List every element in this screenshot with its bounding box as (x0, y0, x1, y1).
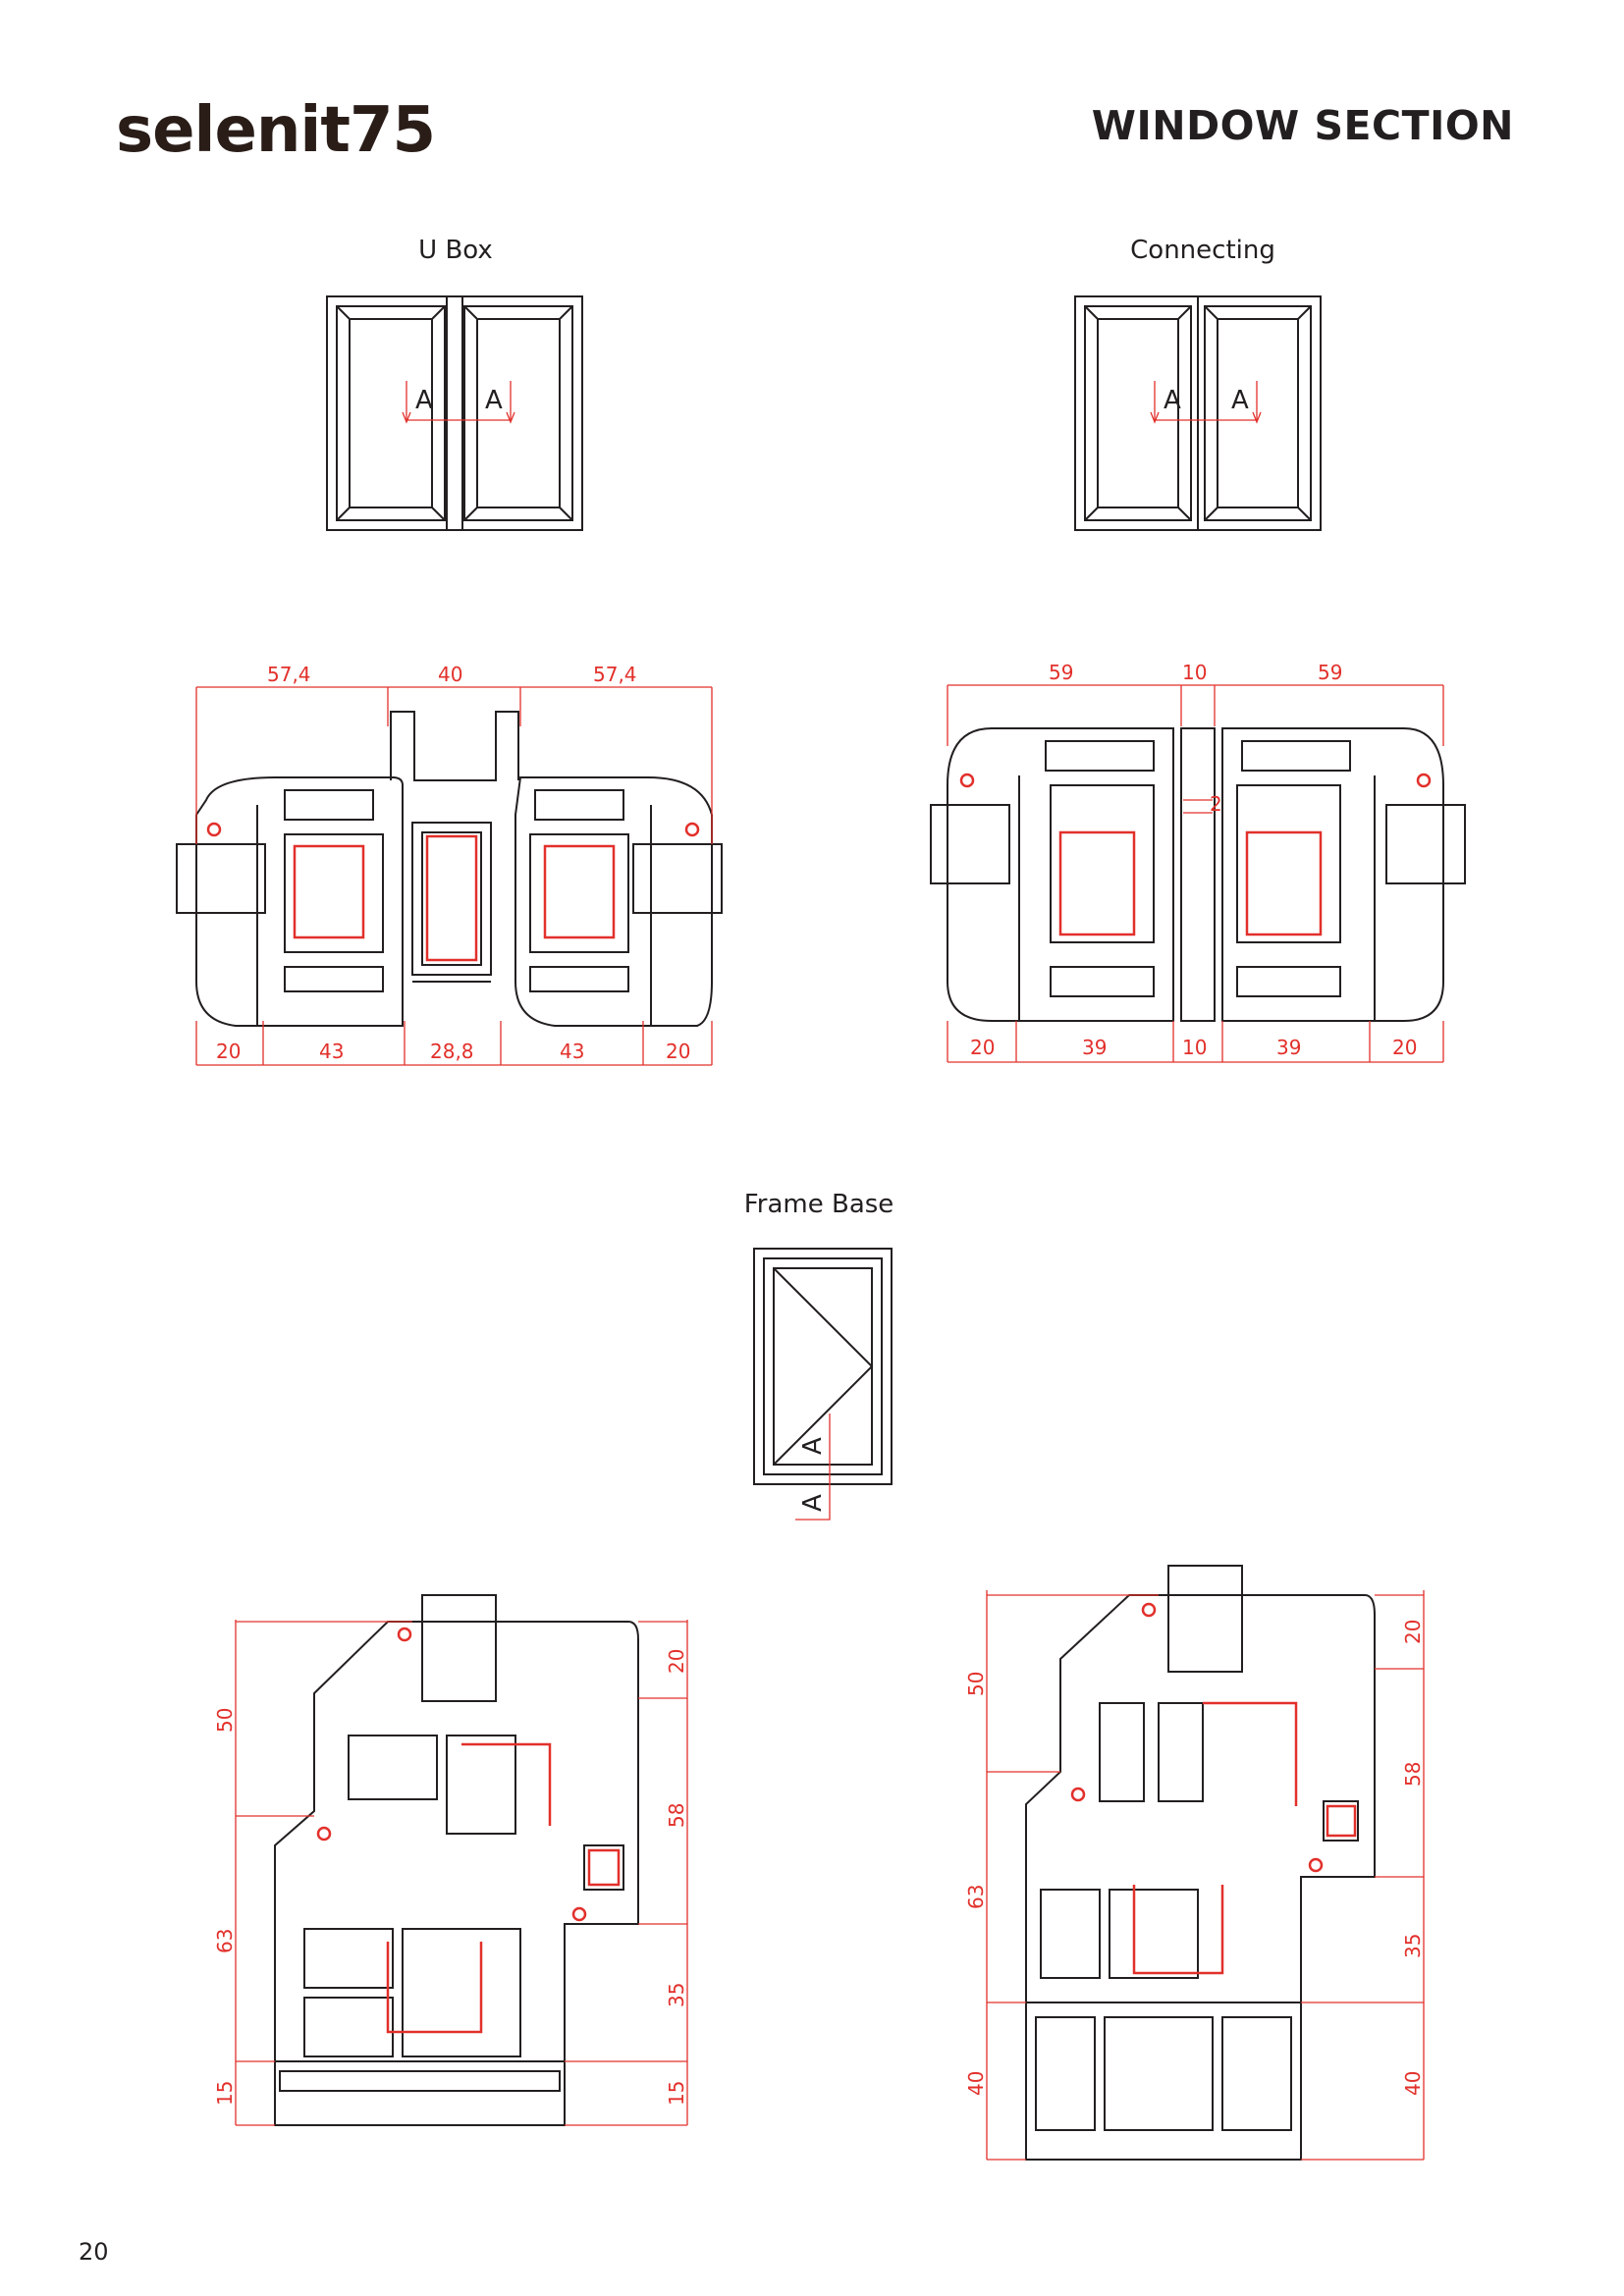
dimensions-frame-right: 50 63 40 20 58 35 40 (964, 1590, 1425, 2161)
section-marker: A (798, 1494, 828, 1512)
gaskets-frame-right (1070, 1602, 1357, 1975)
dimension-label: 10 (1182, 661, 1207, 684)
dimension-label: 15 (665, 2081, 688, 2106)
dimension-label: 20 (1392, 1036, 1417, 1059)
dimension-label: 59 (1049, 661, 1073, 684)
dimension-label: 35 (665, 1983, 688, 2007)
section-u-box (176, 711, 723, 1027)
dimension-label: 57,4 (593, 663, 637, 686)
section-marker: A (798, 1437, 828, 1455)
section-marker: A (1231, 386, 1249, 415)
page-title: WINDOW SECTION (1091, 102, 1514, 149)
section-marker: A (1164, 386, 1181, 415)
dimension-label: 50 (964, 1672, 988, 1696)
dimension-label: 35 (1401, 1934, 1425, 1958)
section-arrows-u-box (402, 381, 515, 424)
dimension-label: 63 (213, 1929, 237, 1953)
dimension-label: 63 (964, 1885, 988, 1909)
dimension-label: 20 (666, 1040, 690, 1063)
dimension-label: 20 (216, 1040, 241, 1063)
dimension-label: 15 (213, 2081, 237, 2106)
caption-frame-base: Frame Base (743, 1190, 894, 1219)
dimension-label: 59 (1318, 661, 1342, 684)
section-frame-right (1025, 1565, 1376, 2161)
dimensions-u-box: 57,4 40 57,4 20 43 28,8 43 20 (195, 663, 713, 1066)
dimension-label: 43 (560, 1040, 584, 1063)
dimension-label: 2 (1210, 792, 1222, 816)
gaskets-connecting (959, 773, 1432, 936)
dimensions-frame-left: 50 63 15 20 58 35 15 (213, 1620, 688, 2126)
dimension-label: 43 (319, 1040, 344, 1063)
dimension-label: 28,8 (430, 1040, 474, 1063)
dimension-label: 58 (665, 1803, 688, 1828)
dimension-label: 20 (665, 1649, 688, 1674)
section-arrows-frame-base (795, 1414, 831, 1521)
dimension-label: 20 (1401, 1620, 1425, 1644)
elevation-u-box (326, 295, 583, 531)
elevation-frame-base (753, 1248, 893, 1485)
dimension-label: 20 (970, 1036, 995, 1059)
dimension-label: 57,4 (267, 663, 311, 686)
caption-connecting: Connecting (1130, 236, 1275, 265)
section-frame-left (274, 1594, 639, 2126)
elevation-connecting (1074, 295, 1322, 531)
dimension-label: 40 (1401, 2071, 1425, 2096)
dimension-label: 40 (964, 2071, 988, 2096)
section-connecting (930, 727, 1466, 1022)
page-number: 20 (79, 2238, 109, 2266)
gaskets-frame-left (316, 1627, 621, 2034)
dimensions-connecting: 59 10 59 20 39 10 39 20 2 (947, 661, 1444, 1063)
section-marker: A (415, 386, 433, 415)
dimension-label: 39 (1082, 1036, 1107, 1059)
dimension-label: 40 (438, 663, 462, 686)
caption-u-box: U Box (418, 236, 493, 265)
gaskets-u-box (206, 822, 700, 962)
dimension-label: 10 (1182, 1036, 1207, 1059)
section-arrows-connecting (1150, 381, 1262, 424)
dimension-label: 39 (1276, 1036, 1301, 1059)
dimension-label: 58 (1401, 1762, 1425, 1787)
brand-logo: selenit75 (116, 94, 436, 167)
dimension-label: 50 (213, 1708, 237, 1733)
section-marker: A (485, 386, 503, 415)
